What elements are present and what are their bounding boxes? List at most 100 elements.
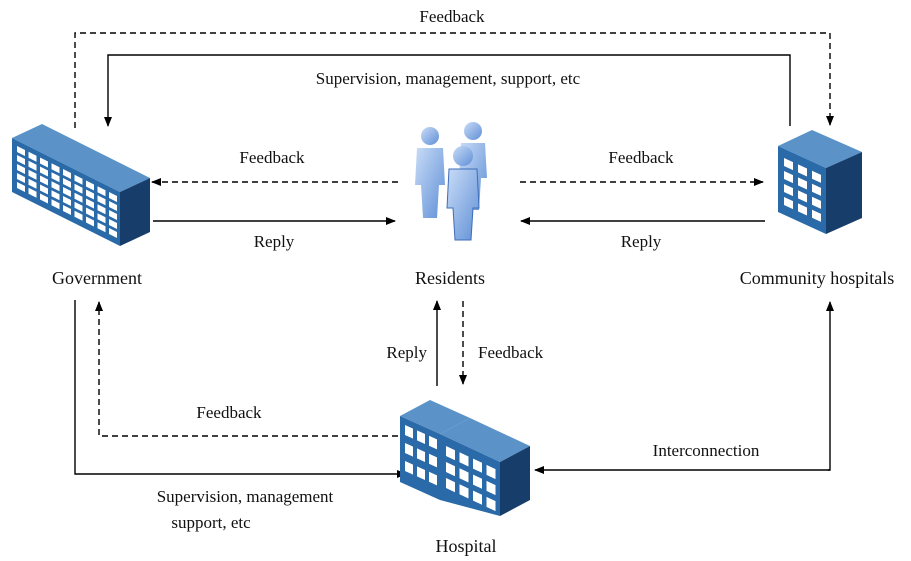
- window: [109, 210, 117, 220]
- hospital-label: Hospital: [436, 536, 497, 556]
- edge-label-gov-hosp-supervision-2: support, etc: [171, 513, 251, 532]
- window: [74, 192, 83, 203]
- window: [28, 187, 37, 198]
- window: [40, 184, 48, 195]
- window: [17, 173, 25, 183]
- window: [784, 184, 793, 197]
- window: [28, 169, 37, 180]
- window: [446, 446, 455, 461]
- window: [429, 435, 437, 450]
- window: [86, 189, 94, 200]
- window: [109, 192, 117, 202]
- edge-government-to-residents-reply: Reply: [153, 217, 396, 251]
- residents-node: Residents: [415, 122, 487, 288]
- edge-label-comm-res-reply: Reply: [621, 232, 662, 251]
- residents-label: Residents: [415, 268, 485, 288]
- edge-label-hosp-gov-feedback: Feedback: [196, 403, 262, 422]
- window: [51, 172, 60, 183]
- window: [97, 213, 106, 224]
- window: [798, 177, 807, 190]
- window: [63, 178, 71, 188]
- edge-top-feedback: Feedback: [74, 7, 834, 128]
- window: [417, 448, 425, 462]
- small-building-icon: [778, 130, 862, 234]
- edge-hospital-to-government-feedback: Feedback: [95, 301, 398, 437]
- window: [97, 195, 106, 206]
- window: [784, 197, 793, 210]
- window: [812, 183, 821, 196]
- window: [17, 146, 25, 156]
- window: [109, 219, 117, 229]
- government-node: Government: [12, 124, 150, 288]
- window: [17, 182, 25, 192]
- window: [798, 164, 807, 177]
- window: [63, 169, 71, 179]
- edge-label-top-supervision: Supervision, management, support, etc: [316, 69, 581, 88]
- edge-residents-to-hospital-feedback: Feedback: [459, 301, 544, 385]
- window: [51, 163, 60, 174]
- window: [812, 170, 821, 183]
- window: [28, 178, 37, 189]
- window: [28, 151, 37, 162]
- window: [798, 203, 807, 216]
- window: [63, 187, 71, 197]
- community-hospitals-label: Community hospitals: [740, 268, 895, 288]
- edge-top-supervision: Supervision, management, support, etc: [104, 54, 791, 127]
- office-building-icon: [12, 124, 150, 246]
- window: [486, 480, 496, 496]
- window: [109, 201, 117, 211]
- window: [97, 222, 106, 233]
- window: [51, 190, 60, 201]
- edge-government-to-hospital-supervision: Supervision, management support, etc: [74, 300, 407, 532]
- window: [17, 155, 25, 165]
- people-group-icon: [415, 122, 487, 241]
- window: [459, 468, 469, 483]
- hospital-building-icon: [400, 400, 530, 516]
- edge-label-hosp-res-reply: Reply: [386, 343, 427, 362]
- window: [446, 478, 455, 493]
- window: [429, 453, 437, 468]
- window: [86, 207, 94, 218]
- window: [486, 464, 496, 480]
- window: [405, 461, 413, 475]
- window: [40, 157, 48, 168]
- window: [417, 430, 425, 444]
- window: [473, 474, 482, 489]
- window: [109, 228, 117, 238]
- window: [86, 216, 94, 227]
- edge-community-to-residents-reply: Reply: [520, 217, 765, 251]
- window: [40, 166, 48, 177]
- window: [459, 452, 469, 467]
- window: [86, 180, 94, 191]
- window: [784, 171, 793, 184]
- government-label: Government: [52, 268, 142, 288]
- edge-hospital-to-residents-reply: Reply: [386, 300, 441, 386]
- window: [51, 181, 60, 192]
- window: [97, 204, 106, 215]
- window: [812, 209, 821, 222]
- window: [486, 496, 496, 512]
- window: [63, 196, 71, 206]
- edge-label-gov-hosp-supervision-1: Supervision, management: [157, 487, 334, 506]
- window: [97, 186, 106, 197]
- window: [86, 198, 94, 209]
- edge-label-gov-res-reply: Reply: [254, 232, 295, 251]
- window: [63, 205, 71, 215]
- window: [74, 174, 83, 185]
- window: [459, 484, 469, 499]
- edge-label-res-gov-feedback: Feedback: [239, 148, 305, 167]
- window: [417, 466, 425, 480]
- window: [74, 201, 83, 212]
- window: [784, 158, 793, 171]
- window: [40, 175, 48, 186]
- window: [40, 193, 48, 204]
- window: [74, 183, 83, 194]
- edge-label-res-comm-feedback: Feedback: [608, 148, 674, 167]
- window: [473, 458, 482, 473]
- window: [28, 160, 37, 171]
- edge-interconnection: Interconnection: [534, 301, 834, 474]
- window: [429, 471, 437, 486]
- window: [405, 425, 413, 439]
- edge-label-top-feedback: Feedback: [419, 7, 485, 26]
- window: [74, 210, 83, 221]
